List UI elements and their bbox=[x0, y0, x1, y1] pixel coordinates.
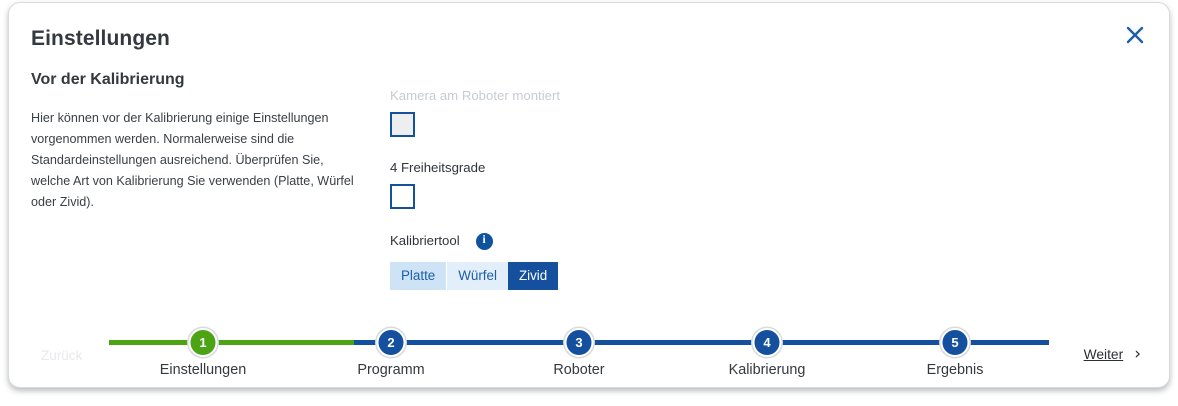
step-item-1[interactable]: 1 Einstellungen bbox=[109, 321, 297, 387]
step-node-3: 3 bbox=[564, 328, 594, 357]
settings-column: Kamera am Roboter montiert 4 Freiheitsgr… bbox=[390, 87, 810, 290]
settings-dialog: Einstellungen Vor der Kalibrierung Hier … bbox=[8, 2, 1170, 388]
section-title: Vor der Kalibrierung bbox=[31, 71, 185, 88]
camera-mounted-checkbox bbox=[390, 112, 415, 137]
step-item-4[interactable]: 4 Kalibrierung bbox=[673, 321, 861, 387]
step-item-5[interactable]: 5 Ergebnis bbox=[861, 321, 1049, 387]
next-button-label: Weiter bbox=[1083, 347, 1124, 362]
four-dof-label: 4 Freiheitsgrade bbox=[390, 160, 486, 175]
step-node-1: 1 bbox=[188, 328, 218, 357]
page-title: Einstellungen bbox=[31, 27, 170, 50]
close-icon[interactable] bbox=[1121, 21, 1149, 49]
chevron-right-icon: › bbox=[1134, 344, 1141, 364]
wizard-footer: Zurück 1 Einstellungen 2 Programm 3 Robo… bbox=[9, 321, 1169, 387]
calibration-tool-segmented-control: Platte Würfel Zivid bbox=[390, 262, 559, 290]
next-button[interactable]: Weiter › bbox=[1084, 346, 1141, 363]
four-dof-checkbox[interactable] bbox=[390, 184, 415, 209]
back-button: Zurück bbox=[41, 348, 83, 363]
step-node-4: 4 bbox=[752, 328, 782, 357]
segment-platte[interactable]: Platte bbox=[390, 262, 447, 290]
step-label-4: Kalibrierung bbox=[728, 362, 806, 378]
step-item-2[interactable]: 2 Programm bbox=[297, 321, 485, 387]
step-label-5: Ergebnis bbox=[926, 362, 984, 378]
step-list: 1 Einstellungen 2 Programm 3 Roboter 4 K… bbox=[109, 321, 1049, 387]
segment-wuerfel[interactable]: Würfel bbox=[446, 262, 508, 290]
field-camera-mounted: Kamera am Roboter montiert bbox=[390, 87, 810, 137]
intro-paragraph: Hier können vor der Kalibrierung einige … bbox=[31, 111, 354, 209]
calibration-tool-label-row: Kalibriertool i bbox=[390, 232, 810, 250]
camera-mounted-label: Kamera am Roboter montiert bbox=[390, 88, 561, 103]
step-node-2: 2 bbox=[376, 328, 406, 357]
field-four-dof: 4 Freiheitsgrade bbox=[390, 159, 810, 209]
close-icon-glyph bbox=[1126, 26, 1144, 44]
spacer bbox=[390, 137, 810, 159]
step-progress-track: 1 Einstellungen 2 Programm 3 Roboter 4 K… bbox=[109, 321, 1049, 387]
step-node-5: 5 bbox=[940, 328, 970, 357]
spacer bbox=[390, 209, 810, 232]
step-label-2: Programm bbox=[357, 362, 425, 378]
rail-green-completed bbox=[109, 340, 354, 345]
segment-zivid[interactable]: Zivid bbox=[507, 262, 559, 290]
step-label-1: Einstellungen bbox=[159, 362, 247, 378]
step-item-3[interactable]: 3 Roboter bbox=[485, 321, 673, 387]
calibration-tool-label: Kalibriertool bbox=[390, 233, 460, 248]
step-label-3: Roboter bbox=[553, 362, 605, 378]
field-calibration-tool: Kalibriertool i Platte Würfel Zivid bbox=[390, 232, 810, 290]
info-icon[interactable]: i bbox=[475, 232, 493, 250]
